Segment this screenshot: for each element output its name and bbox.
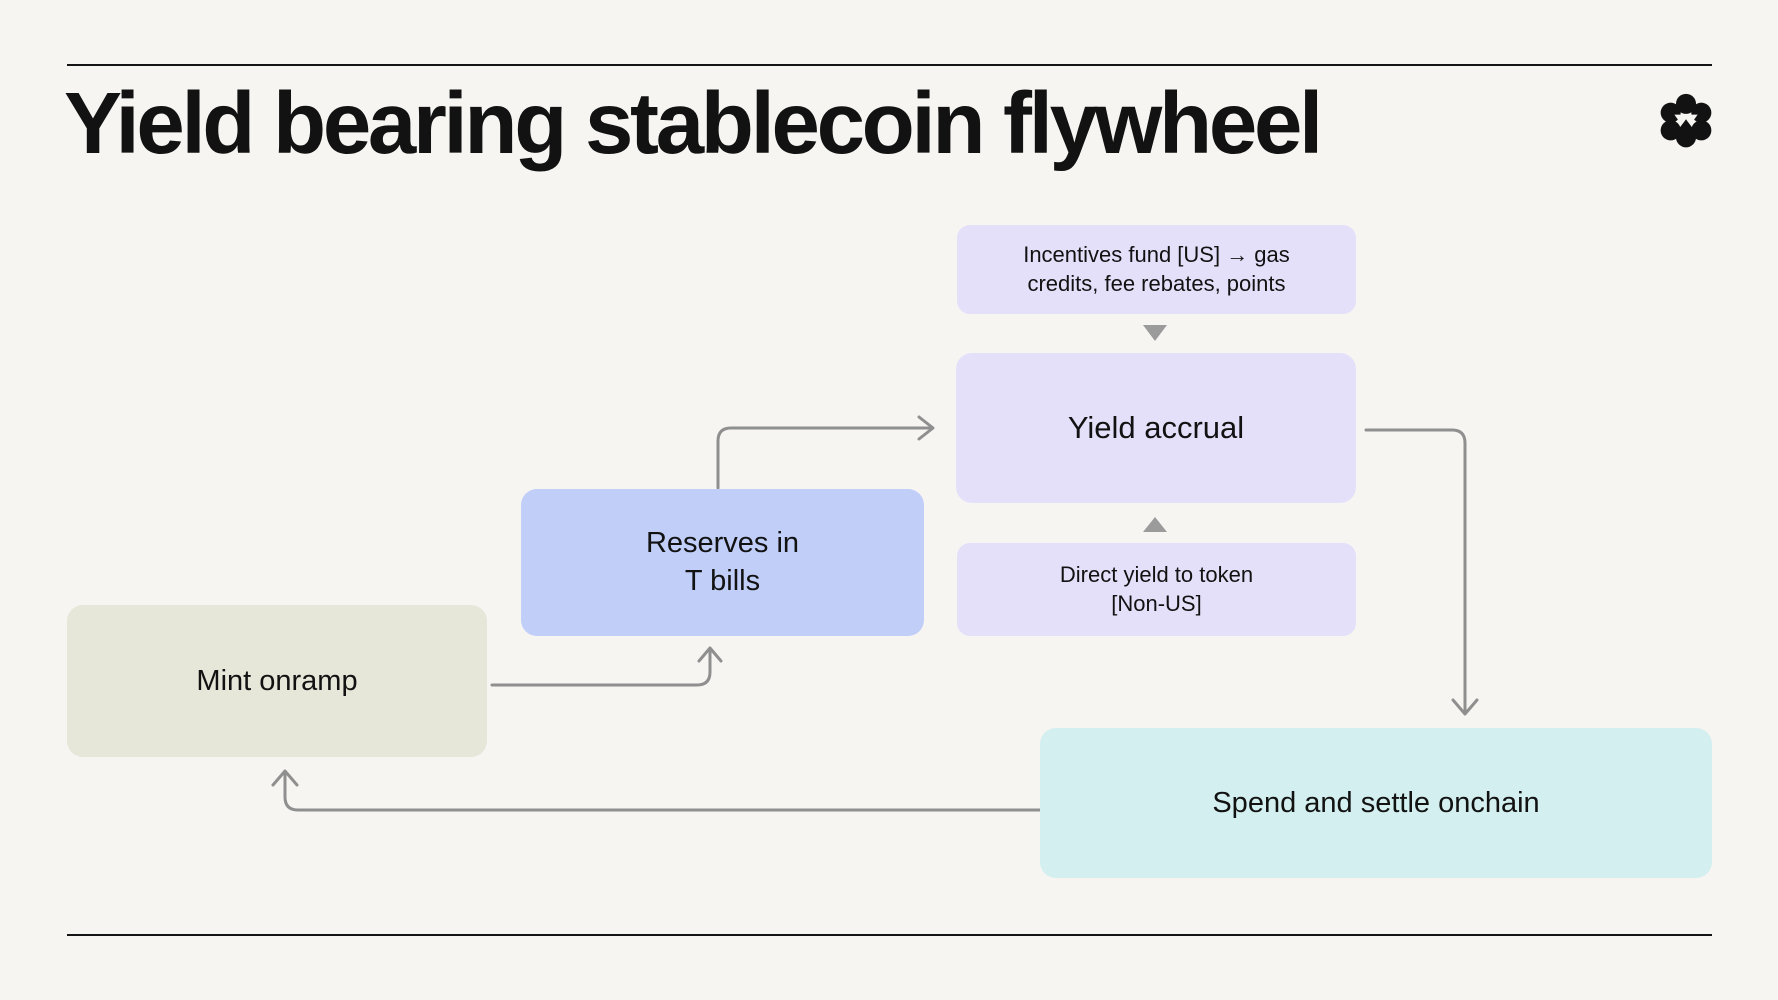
- edge-incentives-to-yield-accrual-triangle-down-icon: [1143, 325, 1167, 341]
- edge-spend-to-mint: [283, 772, 1042, 812]
- edge-reserves-to-yield-accrual: [716, 426, 933, 490]
- node-reserves-t-bills: Reserves in T bills: [521, 489, 924, 636]
- node-spend-settle-onchain-label: Spend and settle onchain: [1212, 786, 1540, 819]
- node-yield-accrual: Yield accrual: [956, 353, 1356, 503]
- edge-reserves-to-yield-accrual-arrowhead: [917, 415, 935, 441]
- edge-mint-to-reserves-arrowhead: [697, 646, 723, 663]
- edge-spend-to-mint-arrowhead: [271, 769, 299, 787]
- node-spend-settle-onchain: Spend and settle onchain: [1040, 728, 1712, 878]
- edge-yield-accrual-to-spend-arrowhead: [1451, 698, 1479, 716]
- node-reserves-t-bills-label: Reserves in T bills: [645, 526, 800, 597]
- page-title: Yield bearing stablecoin flywheel: [64, 75, 1323, 172]
- node-direct-yield-label: Direct yield to token [Non-US]: [1059, 561, 1254, 616]
- node-mint-onramp: Mint onramp: [67, 605, 487, 757]
- bottom-divider: [67, 934, 1712, 936]
- edge-mint-to-reserves: [490, 650, 712, 687]
- node-yield-accrual-label: Yield accrual: [1067, 410, 1245, 445]
- flower-logo-icon: [1660, 93, 1712, 148]
- node-incentives-fund-label: Incentives fund [US] → gas credits, fee …: [1023, 241, 1290, 296]
- node-direct-yield: Direct yield to token [Non-US]: [957, 543, 1356, 636]
- edge-yield-accrual-to-spend: [1364, 428, 1467, 714]
- node-mint-onramp-label: Mint onramp: [196, 664, 358, 697]
- node-incentives-fund: Incentives fund [US] → gas credits, fee …: [957, 225, 1356, 314]
- edge-direct-yield-to-yield-accrual-triangle-up-icon: [1143, 517, 1167, 532]
- top-divider: [67, 64, 1712, 66]
